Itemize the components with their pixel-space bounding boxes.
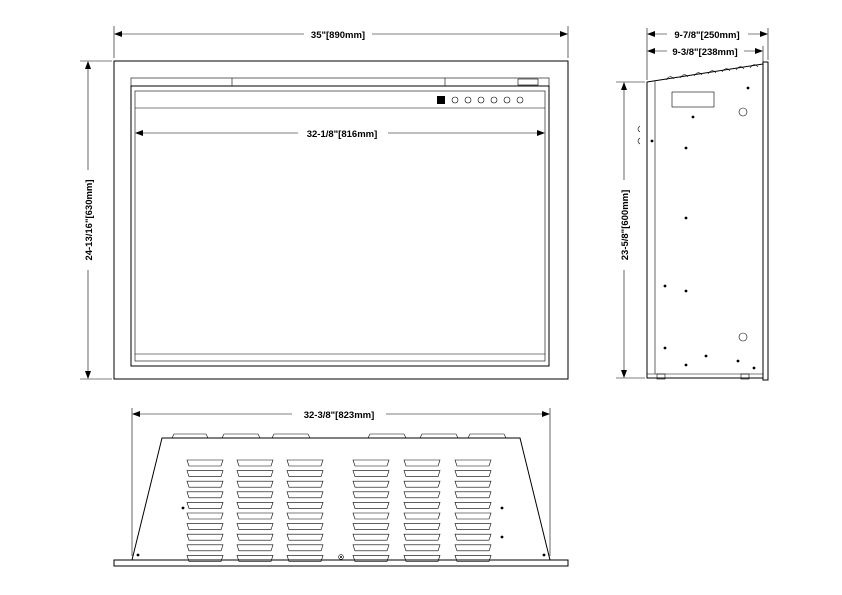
front-glass-inner xyxy=(134,90,546,362)
vent-slot xyxy=(236,533,274,541)
vent-slot xyxy=(186,523,224,530)
bottom-vent-slots xyxy=(186,459,492,562)
vent-slot xyxy=(286,523,324,530)
side-depth-outer-label: 9-7/8"[250mm] xyxy=(674,30,739,41)
vent-slot xyxy=(186,480,224,488)
bottom-view xyxy=(113,433,569,567)
front-height-dimension: 24-13/16"[630mm] xyxy=(80,60,112,380)
vent-slot xyxy=(286,502,324,509)
vent-slot xyxy=(352,544,390,552)
front-height-label: 24-13/16"[630mm] xyxy=(84,179,95,260)
side-depth-dimensions: 9-7/8"[250mm] 9-3/8"[238mm] xyxy=(646,28,769,80)
vent-slot xyxy=(186,544,224,552)
side-hole-top xyxy=(738,107,748,117)
vent-slot xyxy=(454,459,492,467)
vent-slot xyxy=(236,555,274,562)
vent-slot xyxy=(352,502,390,509)
vent-slot xyxy=(403,523,441,530)
vent-slot xyxy=(403,502,441,509)
vent-slot xyxy=(454,523,492,530)
vent-slot xyxy=(403,544,441,552)
vent-slot xyxy=(454,533,492,541)
side-top-vents xyxy=(665,64,759,81)
vent-slot xyxy=(236,459,274,467)
side-front-flange xyxy=(762,61,769,381)
vent-slot xyxy=(454,555,492,562)
vent-slot xyxy=(236,480,274,488)
vent-slot xyxy=(186,512,224,520)
vent-slot xyxy=(236,470,274,477)
vent-slot xyxy=(352,459,390,467)
front-top-switch xyxy=(517,78,539,86)
bottom-center-hole xyxy=(338,554,344,560)
side-hole-bottom xyxy=(738,332,748,342)
vent-slot xyxy=(454,480,492,488)
vent-slot xyxy=(186,555,224,562)
vent-slot xyxy=(352,512,390,520)
control-buttons xyxy=(451,96,524,104)
vent-slot xyxy=(454,544,492,552)
side-label-plate xyxy=(671,91,715,108)
bottom-base-plate xyxy=(113,559,569,567)
side-view xyxy=(637,61,769,381)
power-button-icon xyxy=(437,96,445,104)
vent-slot xyxy=(286,555,324,562)
vent-slot xyxy=(454,512,492,520)
vent-slot xyxy=(286,470,324,477)
vent-slot xyxy=(403,480,441,488)
side-screws xyxy=(650,86,756,370)
vent-slot xyxy=(286,544,324,552)
vent-slot xyxy=(236,544,274,552)
vent-slot xyxy=(352,491,390,499)
vent-slot xyxy=(403,470,441,477)
vent-slot xyxy=(352,523,390,530)
vent-slot xyxy=(403,512,441,520)
vent-slot xyxy=(352,533,390,541)
bottom-width-dimension: 32-3/8"[823mm] xyxy=(131,408,551,556)
vent-slot xyxy=(286,459,324,467)
front-view: 32-1/8"[816mm] xyxy=(113,60,569,380)
vent-slot xyxy=(454,491,492,499)
vent-slot xyxy=(403,491,441,499)
bottom-top-humps xyxy=(171,433,507,439)
vent-slot xyxy=(236,502,274,509)
vent-slot xyxy=(286,480,324,488)
vent-slot xyxy=(186,459,224,467)
vent-slot xyxy=(286,533,324,541)
front-glass-frame xyxy=(130,85,550,367)
bottom-body xyxy=(131,437,551,561)
vent-slot xyxy=(403,459,441,467)
front-width-dimension: 35"[890mm] xyxy=(113,26,569,58)
vent-slot xyxy=(186,533,224,541)
vent-slot xyxy=(352,480,390,488)
vent-slot xyxy=(286,491,324,499)
vent-slot xyxy=(236,523,274,530)
side-height-dimension: 23-5/8"[600mm] xyxy=(616,81,645,379)
vent-slot xyxy=(454,502,492,509)
vent-slot xyxy=(236,491,274,499)
side-body xyxy=(646,63,764,379)
vent-slot xyxy=(403,533,441,541)
vent-slot xyxy=(454,470,492,477)
vent-slot xyxy=(352,470,390,477)
vent-slot xyxy=(403,555,441,562)
side-depth-inner-label: 9-3/8"[238mm] xyxy=(672,47,737,58)
inner-width-label: 32-1/8"[816mm] xyxy=(307,129,378,140)
vent-slot xyxy=(186,491,224,499)
vent-slot xyxy=(186,470,224,477)
front-outer-frame xyxy=(113,60,569,380)
front-top-trim xyxy=(130,77,550,87)
vent-slot xyxy=(286,512,324,520)
front-width-label: 35"[890mm] xyxy=(311,30,365,41)
side-height-label: 23-5/8"[600mm] xyxy=(620,190,631,261)
vent-slot xyxy=(186,502,224,509)
vent-slot xyxy=(352,555,390,562)
vent-slot xyxy=(236,512,274,520)
bottom-width-label: 32-3/8"[823mm] xyxy=(304,410,375,421)
